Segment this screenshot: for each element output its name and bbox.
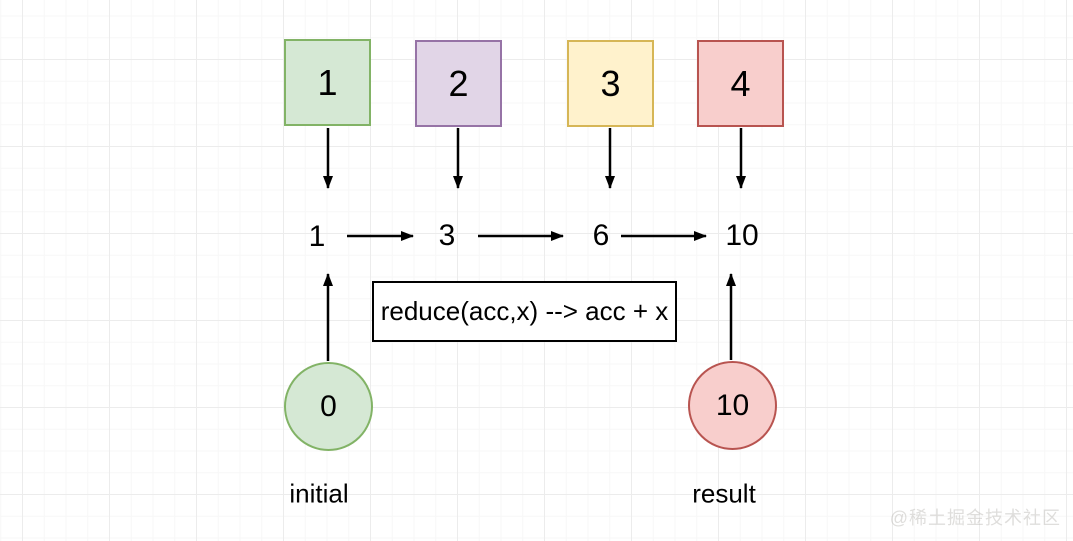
input-box-2-value: 2 [448,62,469,104]
initial-circle: 0 [284,362,373,451]
chain-value-2: 3 [438,219,456,252]
input-box-1-value: 1 [317,61,338,103]
input-box-3-value: 3 [600,62,621,104]
input-box-3: 3 [567,40,654,127]
initial-circle-value: 0 [320,389,337,423]
result-circle: 10 [688,361,777,450]
input-box-1: 1 [284,39,371,126]
initial-label: initial [289,478,349,509]
reduce-function-box: reduce(acc,x) --> acc + x [372,281,677,342]
input-box-4-value: 4 [730,62,751,104]
result-label: result [692,478,756,509]
chain-value-1: 1 [308,220,326,253]
reduce-function-label: reduce(acc,x) --> acc + x [380,296,669,326]
input-box-2: 2 [415,40,502,127]
chain-value-4: 10 [725,219,759,252]
chain-value-3: 6 [592,219,610,252]
watermark: @稀土掘金技术社区 [889,508,1061,528]
result-circle-value: 10 [715,388,750,422]
input-box-4: 4 [697,40,784,127]
